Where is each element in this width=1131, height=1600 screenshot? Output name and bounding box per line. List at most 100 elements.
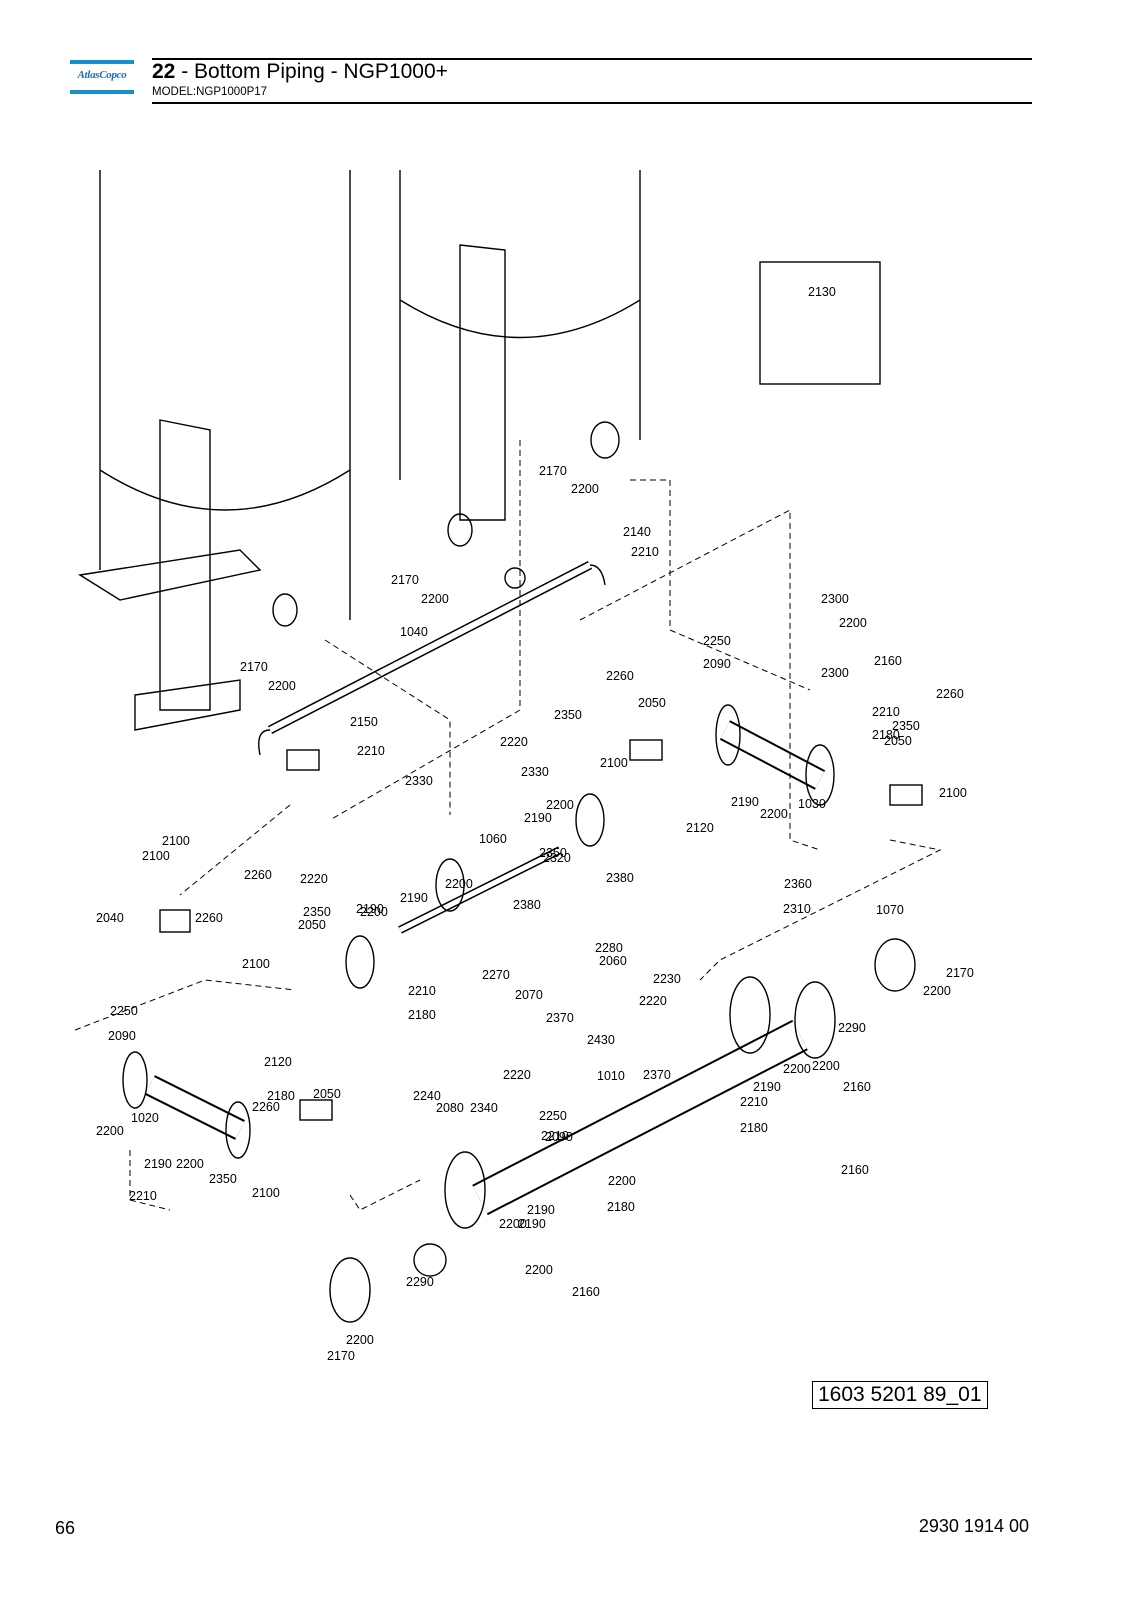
part-number-label: 2200 <box>608 1174 636 1188</box>
part-number-label: 2280 <box>595 941 623 955</box>
part-number-label: 2200 <box>571 482 599 496</box>
part-number-label: 2250 <box>539 1109 567 1123</box>
part-number-label: 2200 <box>445 877 473 891</box>
part-number-label: 2360 <box>784 877 812 891</box>
part-number-label: 2160 <box>841 1163 869 1177</box>
part-number-label: 2190 <box>400 891 428 905</box>
part-number-label: 2050 <box>298 918 326 932</box>
part-number-label: 1010 <box>597 1069 625 1083</box>
part-number-label: 2170 <box>946 966 974 980</box>
part-number-label: 2200 <box>499 1217 527 1231</box>
drawing-reference: 1603 5201 89_01 <box>812 1381 988 1409</box>
part-number-label: 2290 <box>838 1021 866 1035</box>
part-number-label: 2200 <box>839 616 867 630</box>
part-number-label: 2200 <box>346 1333 374 1347</box>
part-number-label: 2210 <box>872 705 900 719</box>
document-number: 2930 1914 00 <box>918 1516 1029 1536</box>
part-number-label: 2210 <box>541 1129 569 1143</box>
part-number-label: 2200 <box>360 905 388 919</box>
exploded-parts-drawing: 2130217022002140221021702200104021702200… <box>74 170 974 1363</box>
part-number-label: 2230 <box>653 972 681 986</box>
part-number-label: 2050 <box>313 1087 341 1101</box>
part-number-label: 2200 <box>421 592 449 606</box>
part-number-label: 1070 <box>876 903 904 917</box>
part-number-label: 2200 <box>923 984 951 998</box>
part-number-label: 2260 <box>606 669 634 683</box>
part-number-label: 2160 <box>843 1080 871 1094</box>
part-number-label: 2210 <box>357 744 385 758</box>
part-number-label: 2170 <box>327 1349 355 1363</box>
part-number-label: 2330 <box>405 774 433 788</box>
part-number-label: 2100 <box>600 756 628 770</box>
part-number-label: 2190 <box>527 1203 555 1217</box>
part-number-label: 2350 <box>539 846 567 860</box>
part-number-label: 2350 <box>892 719 920 733</box>
part-number-label: 2190 <box>753 1080 781 1094</box>
part-number-label: 2150 <box>350 715 378 729</box>
part-number-label: 2310 <box>783 902 811 916</box>
part-number-label: 2060 <box>599 954 627 968</box>
part-number-label: 2200 <box>760 807 788 821</box>
page-title: 22 - Bottom Piping - NGP1000+ <box>152 60 448 83</box>
part-number-label: 2260 <box>936 687 964 701</box>
part-number-label: 2250 <box>703 634 731 648</box>
part-number-label: 2180 <box>607 1200 635 1214</box>
part-number-label: 2190 <box>524 811 552 825</box>
part-number-label: 2240 <box>413 1089 441 1103</box>
part-number-label: 2170 <box>240 660 268 674</box>
model-label: MODEL:NGP1000P17 <box>152 86 268 98</box>
part-number-label: 2200 <box>176 1157 204 1171</box>
part-number-label: 2250 <box>110 1004 138 1018</box>
part-number-label: 2380 <box>513 898 541 912</box>
part-number-label: 2200 <box>812 1059 840 1073</box>
part-number-label: 2080 <box>436 1101 464 1115</box>
part-number-label: 2090 <box>703 657 731 671</box>
part-number-label: 2190 <box>356 902 384 916</box>
part-number-label: 2040 <box>96 911 124 925</box>
part-number-label: 2260 <box>195 911 223 925</box>
part-number-label: 2350 <box>554 708 582 722</box>
part-number-label: 2260 <box>244 868 272 882</box>
part-number-label: 2300 <box>821 592 849 606</box>
atlas-copco-logo: AtlasCopco <box>70 60 134 94</box>
part-number-label: 2140 <box>623 525 651 539</box>
part-number-label: 2260 <box>252 1100 280 1114</box>
part-number-label: 2200 <box>268 679 296 693</box>
part-number-label: 2430 <box>587 1033 615 1047</box>
part-number-label: 2320 <box>543 851 571 865</box>
part-number-label: 2220 <box>503 1068 531 1082</box>
part-number-label: 2200 <box>525 1263 553 1277</box>
part-number-label: 2170 <box>391 573 419 587</box>
part-number-label: 2170 <box>539 464 567 478</box>
part-number-label: 2350 <box>303 905 331 919</box>
part-number-label: 2180 <box>408 1008 436 1022</box>
part-number-label: 2100 <box>162 834 190 848</box>
part-number-label: 2380 <box>606 871 634 885</box>
part-number-label: 2090 <box>545 1130 573 1144</box>
part-number-label: 2350 <box>209 1172 237 1186</box>
page-number: 66 <box>55 1518 76 1538</box>
part-number-label: 2210 <box>408 984 436 998</box>
part-number-label: 2220 <box>500 735 528 749</box>
part-number-label: 2200 <box>96 1124 124 1138</box>
part-number-label: 1060 <box>479 832 507 846</box>
part-number-label: 2100 <box>142 849 170 863</box>
part-number-label: 2290 <box>406 1275 434 1289</box>
part-number-label: 2050 <box>884 734 912 748</box>
part-number-label: 2160 <box>874 654 902 668</box>
part-number-label: 1040 <box>400 625 428 639</box>
part-number-label: 2160 <box>572 1285 600 1299</box>
part-number-label: 2100 <box>252 1186 280 1200</box>
part-number-label: 2200 <box>546 798 574 812</box>
part-number-label: 2180 <box>872 728 900 742</box>
part-number-label: 2220 <box>300 872 328 886</box>
part-number-label: 2190 <box>731 795 759 809</box>
part-number-label: 2070 <box>515 988 543 1002</box>
part-number-label: 2330 <box>521 765 549 779</box>
part-number-label: 2100 <box>242 957 270 971</box>
part-number-label: 2370 <box>546 1011 574 1025</box>
part-number-label: 2190 <box>144 1157 172 1171</box>
part-number-label: 2210 <box>631 545 659 559</box>
part-number-label: 2220 <box>639 994 667 1008</box>
part-number-label: 2090 <box>108 1029 136 1043</box>
